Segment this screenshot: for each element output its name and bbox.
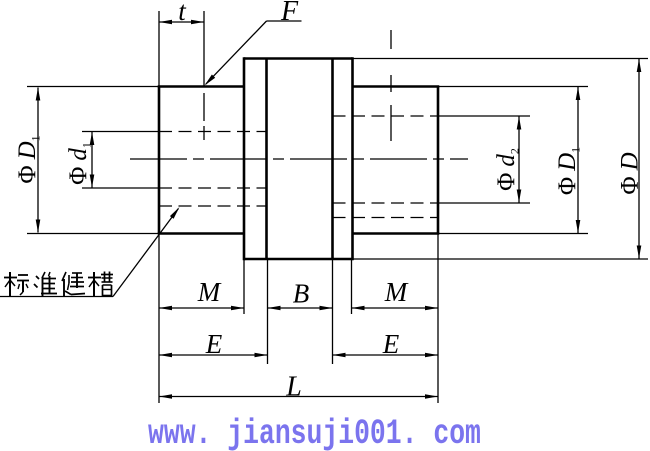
svg-text:ΦD1: ΦD1 [554,147,583,195]
svg-text:F: F [280,0,299,27]
svg-text:Φd1: Φd1 [65,142,94,185]
svg-text:www. jiansuji001. com: www. jiansuji001. com [148,415,481,451]
svg-text:M: M [197,277,222,307]
svg-text:B: B [293,279,310,309]
svg-text:t: t [178,0,187,26]
svg-text:ΦD: ΦD [617,152,644,194]
svg-text:Φd2: Φd2 [493,148,522,191]
svg-text:M: M [384,277,409,307]
svg-text:E: E [382,329,400,359]
svg-text:E: E [205,329,223,359]
svg-text:L: L [285,372,302,403]
svg-text:ΦD1: ΦD1 [14,135,43,183]
